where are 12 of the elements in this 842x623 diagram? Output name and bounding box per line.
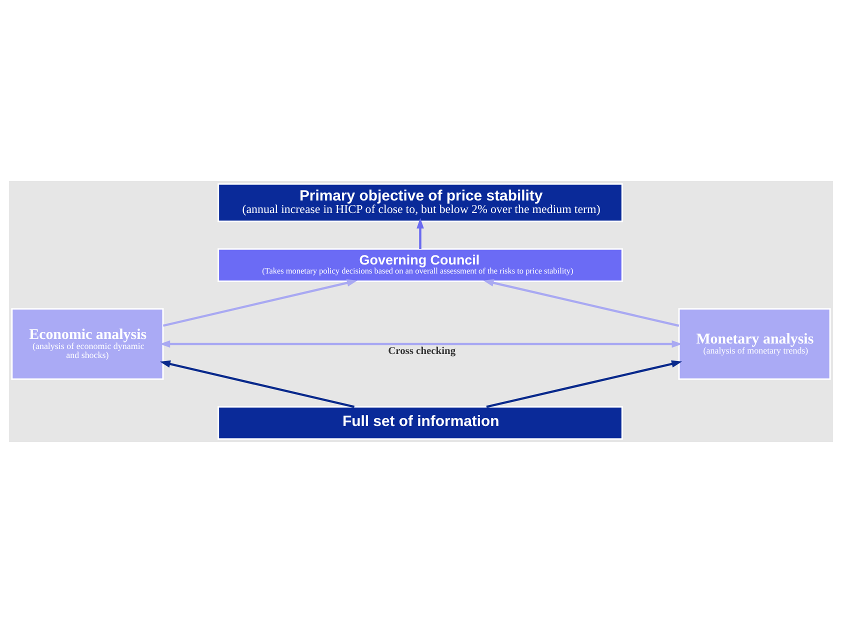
arrow — [162, 279, 358, 327]
node-box: Economic analysis (analysis of economic dynamic and shocks) — [11, 308, 164, 380]
arrow — [486, 360, 682, 408]
node-box: Full set of information — [218, 406, 623, 440]
node-box: Governing Council (Takes monetary policy decisions based on an overall assessment of the risks to price stability) — [218, 248, 623, 282]
arrow — [160, 360, 355, 408]
node-box: Primary objective of price stability (annual increase in HICP of close to, but below 2% over the medium term) — [218, 183, 623, 222]
edge-label: Cross checking — [388, 346, 456, 357]
arrow — [483, 279, 680, 327]
arrow — [160, 340, 682, 348]
node-box: Monetary analysis (analysis of monetary trends) — [678, 308, 831, 380]
arrow — [416, 218, 424, 249]
